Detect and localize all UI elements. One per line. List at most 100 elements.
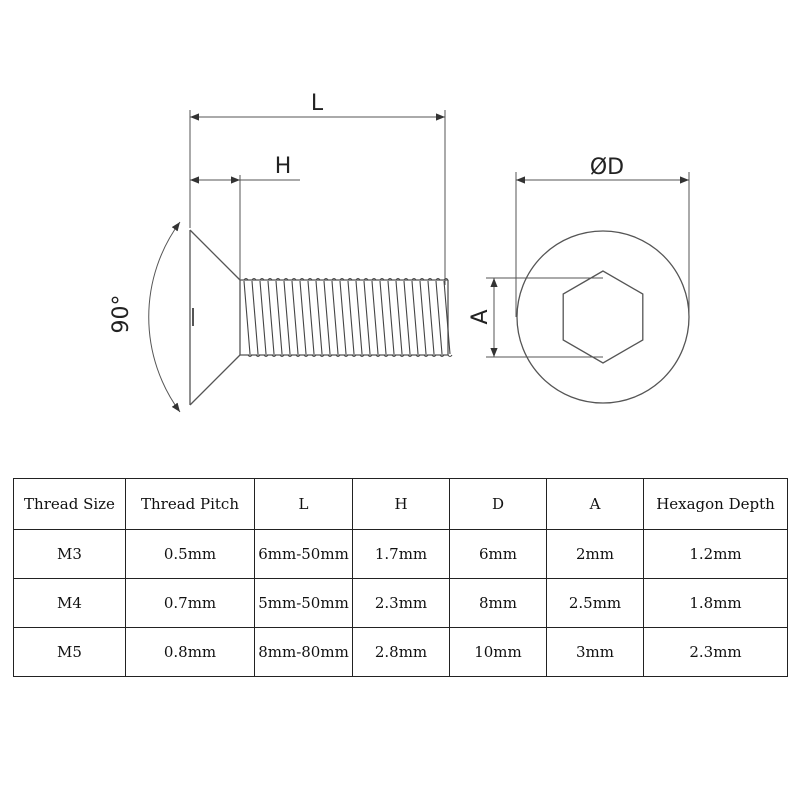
thread-crest <box>419 277 425 281</box>
head-upper-taper <box>189 229 241 281</box>
header-h: H <box>352 478 450 530</box>
header-hexagon-depth: Hexagon Depth <box>643 478 788 530</box>
thread-line <box>387 280 395 355</box>
thread-line <box>435 280 443 355</box>
thread-line <box>307 280 315 355</box>
thread-crest <box>291 277 297 281</box>
thread-crest <box>343 354 349 358</box>
thread-crest <box>323 277 329 281</box>
thread-line <box>379 280 387 355</box>
thread-crest <box>379 277 385 281</box>
header-d: D <box>449 478 547 530</box>
table-row: M5 0.8mm 8mm-80mm 2.8mm 10mm 3mm 2.3mm <box>13 627 788 677</box>
thread-crest <box>315 277 321 281</box>
table-cell: 1.7mm <box>352 529 450 579</box>
thread-line <box>275 280 283 355</box>
thread-crest <box>295 354 301 358</box>
thread-crest <box>395 277 401 281</box>
thread-crest <box>407 354 413 358</box>
thread-crest <box>243 277 249 281</box>
thread-crest <box>311 354 317 358</box>
header-thread-size: Thread Size <box>13 478 126 530</box>
table-cell: 2.3mm <box>643 627 788 677</box>
thread-line <box>243 280 251 355</box>
thread-crest <box>275 277 281 281</box>
table-cell: 6mm <box>449 529 547 579</box>
head-height-label: H <box>275 154 292 179</box>
thread-crest <box>415 354 421 358</box>
thread-crest <box>375 354 381 358</box>
thread-crest <box>427 277 433 281</box>
thread-line <box>355 280 363 355</box>
thread-crest <box>335 354 341 358</box>
table-row: M4 0.7mm 5mm-50mm 2.3mm 8mm 2.5mm 1.8mm <box>13 578 788 628</box>
table-cell: 8mm <box>449 578 547 628</box>
table-header-row: Thread Size Thread Pitch L H D A Hexagon… <box>13 478 788 530</box>
table-cell: 8mm-80mm <box>254 627 353 677</box>
table-cell: 2.5mm <box>546 578 644 628</box>
table-cell: 0.8mm <box>125 627 255 677</box>
thread-crest <box>367 354 373 358</box>
header-thread-pitch: Thread Pitch <box>125 478 255 530</box>
thread-line <box>291 280 299 355</box>
thread-crest <box>303 354 309 358</box>
table-row: M3 0.5mm 6mm-50mm 1.7mm 6mm 2mm 1.2mm <box>13 529 788 579</box>
thread-crest <box>351 354 357 358</box>
thread-crest <box>383 354 389 358</box>
thread-crest <box>443 277 449 281</box>
thread-crest <box>447 354 453 358</box>
thread-helix-lines <box>243 277 453 358</box>
thread-crest <box>283 277 289 281</box>
angle-label: 90° <box>109 295 134 334</box>
thread-crest <box>271 354 277 358</box>
screw-side-view <box>189 229 453 406</box>
table-cell: 3mm <box>546 627 644 677</box>
thread-crest <box>371 277 377 281</box>
thread-line <box>283 280 291 355</box>
table-cell: 1.8mm <box>643 578 788 628</box>
hex-size-label: A <box>468 309 493 324</box>
thread-crest <box>359 354 365 358</box>
thread-crest <box>411 277 417 281</box>
angle-arc <box>148 221 181 413</box>
table-cell: 2mm <box>546 529 644 579</box>
thread-crest <box>247 354 253 358</box>
thread-crest <box>399 354 405 358</box>
thread-line <box>443 280 451 355</box>
head-outline-circle <box>516 230 690 404</box>
thread-line <box>251 280 259 355</box>
table-cell: 1.2mm <box>643 529 788 579</box>
table-cell: 10mm <box>449 627 547 677</box>
thread-line <box>339 280 347 355</box>
head-lower-taper <box>189 354 241 406</box>
thread-line <box>315 280 323 355</box>
thread-line <box>299 280 307 355</box>
thread-crest <box>439 354 445 358</box>
screw-head-top-view <box>516 230 690 404</box>
thread-crest <box>339 277 345 281</box>
thread-crest <box>423 354 429 358</box>
thread-line <box>347 280 355 355</box>
thread-line <box>395 280 403 355</box>
thread-line <box>267 280 275 355</box>
thread-crest <box>331 277 337 281</box>
thread-crest <box>387 277 393 281</box>
table-cell: 5mm-50mm <box>254 578 353 628</box>
thread-crest <box>307 277 313 281</box>
diameter-label: ØD <box>590 155 624 180</box>
thread-crest <box>347 277 353 281</box>
thread-crest <box>363 277 369 281</box>
thread-line <box>323 280 331 355</box>
thread-line <box>363 280 371 355</box>
thread-crest <box>431 354 437 358</box>
length-label: L <box>311 91 324 116</box>
header-a: A <box>546 478 644 530</box>
thread-line <box>371 280 379 355</box>
thread-line <box>427 280 435 355</box>
header-l: L <box>254 478 353 530</box>
thread-crest <box>391 354 397 358</box>
thread-crest <box>263 354 269 358</box>
dimension-diameter <box>515 172 690 317</box>
table-cell: 0.7mm <box>125 578 255 628</box>
table-cell: M3 <box>13 529 126 579</box>
